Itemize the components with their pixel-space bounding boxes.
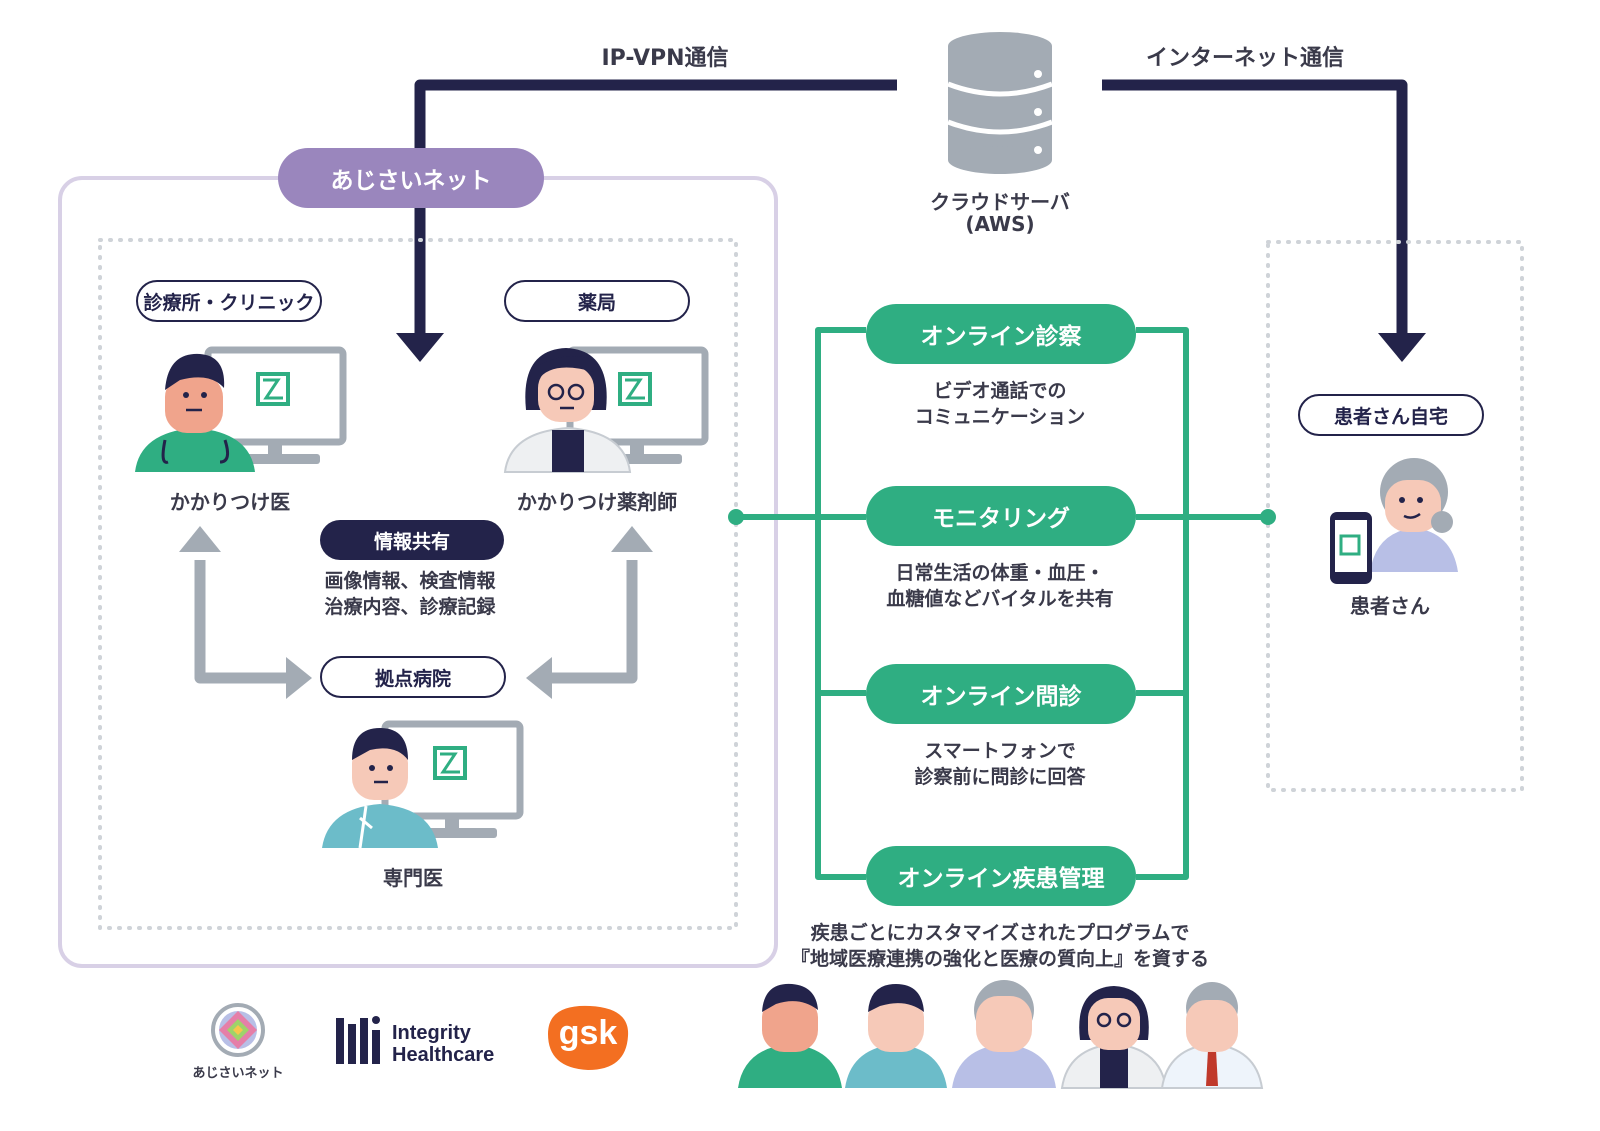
service-online-interview: オンライン問診 <box>866 664 1136 724</box>
connector-dot-right <box>1260 509 1276 525</box>
info-sharing-line-2: 治療内容、診療記録 <box>324 596 496 618</box>
clinic-tag: 診療所・クリニック <box>136 280 322 322</box>
server-label: クラウドサーバ <box>930 190 1070 214</box>
service-disease-management: オンライン疾患管理 <box>866 846 1136 906</box>
specialist-label: 専門医 <box>383 866 443 890</box>
ajisai-net-pill: あじさいネット <box>278 148 544 208</box>
gsk-logo-icon <box>548 1005 629 1070</box>
info-sharing-line-1: 画像情報、検査情報 <box>324 570 496 592</box>
sharing-arrow-right <box>526 526 653 699</box>
service-desc-3b: 診察前に問診に回答 <box>914 766 1086 788</box>
ipvpn-connector <box>396 79 897 362</box>
ajisai-logo-caption: あじさいネット <box>192 1066 284 1081</box>
patient-home-tag: 患者さん自宅 <box>1298 394 1484 436</box>
service-desc-4b: 『地域医療連携の強化と医療の質向上』を資する <box>790 948 1209 970</box>
service-desc-3a: スマートフォンで <box>924 740 1076 762</box>
service-desc-2a: 日常生活の体重・血圧・ <box>895 562 1105 584</box>
database-icon <box>947 32 1053 174</box>
integrity-logo-line-2: Healthcare <box>392 1044 495 1066</box>
server-sublabel: (AWS) <box>965 212 1035 236</box>
info-sharing-tag: 情報共有 <box>320 520 504 560</box>
specialist-illustration <box>322 724 520 849</box>
services-bracket <box>736 327 1268 880</box>
integrity-logo-icon <box>336 1016 380 1064</box>
hospital-tag: 拠点病院 <box>320 656 506 698</box>
family-doctor-label: かかりつけ医 <box>169 490 291 514</box>
sharing-arrow-left <box>179 526 312 699</box>
integrity-logo-line-1: Integrity <box>392 1022 471 1044</box>
bottom-people-row <box>738 980 1264 1089</box>
pharmacy-tag: 薬局 <box>504 280 690 322</box>
pharmacist-label: かかりつけ薬剤師 <box>516 490 678 514</box>
ajisai-logo-icon <box>211 1003 265 1057</box>
gsk-logo-text: gsk <box>558 1014 618 1052</box>
service-monitoring: モニタリング <box>866 486 1136 546</box>
patient-label: 患者さん <box>1350 594 1430 618</box>
service-online-consultation: オンライン診察 <box>866 304 1136 364</box>
family-doctor-illustration <box>135 350 343 472</box>
pharmacist-illustration <box>503 348 705 473</box>
ipvpn-label: IP-VPN通信 <box>601 46 729 71</box>
service-desc-1a: ビデオ通話での <box>933 380 1067 402</box>
service-desc-2b: 血糖値などバイタルを共有 <box>886 588 1114 610</box>
patient-illustration <box>1330 458 1458 584</box>
service-desc-1b: コミュニケーション <box>914 406 1086 428</box>
connector-dot-left <box>728 509 744 525</box>
service-desc-4a: 疾患ごとにカスタマイズされたプログラムで <box>810 922 1190 944</box>
internet-label: インターネット通信 <box>1145 46 1344 71</box>
internet-connector <box>1102 79 1426 362</box>
dotted-region-left <box>98 238 738 930</box>
